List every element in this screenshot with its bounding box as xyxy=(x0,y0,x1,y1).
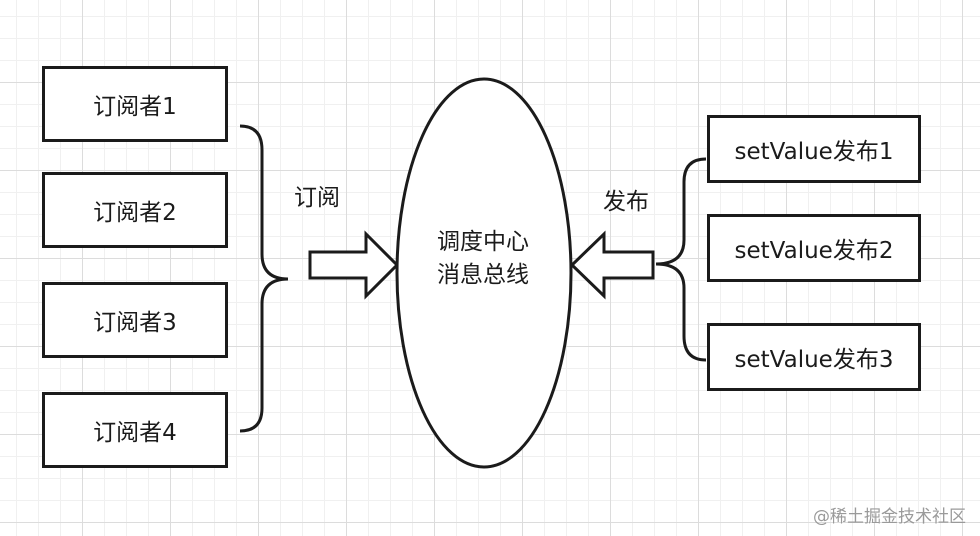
subscriber-box-4: 订阅者4 xyxy=(42,392,228,468)
subscriber-label: 订阅者4 xyxy=(93,420,177,446)
dispatch-center-label: 调度中心 消息总线 xyxy=(415,226,551,292)
subscriber-label: 订阅者3 xyxy=(93,310,177,336)
dispatch-center-ellipse xyxy=(395,77,573,469)
subscriber-label: 订阅者2 xyxy=(93,200,177,226)
subscriber-brace xyxy=(239,124,289,433)
publish-arrow xyxy=(569,230,655,300)
publisher-label: setValue发布2 xyxy=(734,238,894,264)
publisher-box-3: setValue发布3 xyxy=(707,323,921,391)
subscriber-box-1: 订阅者1 xyxy=(42,66,228,142)
subscribe-arrow xyxy=(308,230,400,300)
subscriber-label: 订阅者1 xyxy=(93,94,177,120)
publisher-box-1: setValue发布1 xyxy=(707,115,921,183)
publisher-box-2: setValue发布2 xyxy=(707,214,921,282)
publisher-label: setValue发布1 xyxy=(734,139,894,165)
subscriber-box-3: 订阅者3 xyxy=(42,282,228,358)
subscriber-box-2: 订阅者2 xyxy=(42,172,228,248)
subscribe-label: 订阅 xyxy=(294,185,340,211)
publish-label: 发布 xyxy=(603,189,649,215)
publisher-label: setValue发布3 xyxy=(734,347,894,373)
center-line-1: 调度中心 xyxy=(437,229,529,255)
publisher-brace xyxy=(655,157,707,362)
center-line-2: 消息总线 xyxy=(437,262,529,288)
watermark: @稀土掘金技术社区 xyxy=(813,507,966,527)
